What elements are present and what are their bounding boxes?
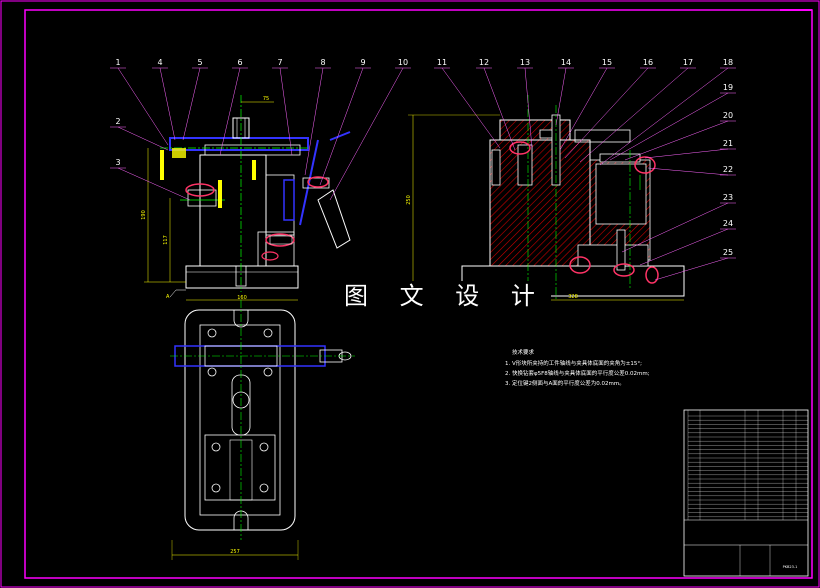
part-number: 2 xyxy=(115,117,120,126)
part-number: 13 xyxy=(520,58,530,67)
leader-line xyxy=(609,92,729,161)
leader-line xyxy=(524,67,533,149)
leader-line xyxy=(182,67,201,141)
leader-line xyxy=(564,67,649,159)
part-number: 6 xyxy=(237,58,242,67)
part-number: 12 xyxy=(479,58,489,67)
front-view xyxy=(144,95,351,301)
leader-lines xyxy=(110,67,736,281)
leader-line xyxy=(555,67,567,126)
part-number: 14 xyxy=(561,58,571,67)
part-number: 7 xyxy=(277,58,282,67)
plan-view xyxy=(170,300,355,560)
leader-line xyxy=(441,67,501,149)
part-number: 21 xyxy=(723,139,733,148)
dim-height-total: 250 xyxy=(406,195,412,205)
leader-line xyxy=(304,67,324,176)
leader-line xyxy=(159,67,176,141)
part-number: 11 xyxy=(437,58,447,67)
leader-line xyxy=(319,67,364,186)
part-number: 3 xyxy=(115,158,120,167)
leader-line xyxy=(219,67,241,156)
leader-line xyxy=(644,148,729,159)
leader-line xyxy=(599,67,729,166)
leader-line xyxy=(117,167,191,201)
drawing-number: PKB23-1 xyxy=(783,565,798,569)
title-block xyxy=(683,409,809,577)
part-number: 4 xyxy=(157,58,162,67)
leader-line xyxy=(279,67,293,156)
leader-line xyxy=(117,126,169,151)
tech-req-line-3: 3. 定位键2侧面与A面的平行度公差为0.02mm。 xyxy=(505,381,625,387)
leader-line xyxy=(559,67,608,151)
part-number: 19 xyxy=(723,83,733,92)
leader-line xyxy=(654,257,729,281)
part-number: 5 xyxy=(197,58,202,67)
part-number: 15 xyxy=(602,58,612,67)
part-number: 18 xyxy=(723,58,733,67)
leader-line xyxy=(483,67,516,151)
dim-height-left: 117 xyxy=(163,235,169,245)
part-number: 16 xyxy=(643,58,653,67)
dim-height-mid: 190 xyxy=(141,210,147,220)
part-number: 23 xyxy=(723,193,733,202)
leader-line xyxy=(329,67,404,201)
part-number: 17 xyxy=(683,58,693,67)
tech-req-heading: 技术要求 xyxy=(512,350,535,356)
dim-width-side: 328 xyxy=(568,294,578,300)
part-number: 10 xyxy=(398,58,408,67)
inner-border xyxy=(24,9,813,579)
leader-line xyxy=(579,67,689,163)
side-view xyxy=(408,95,685,301)
watermark: 图 文 设 计 xyxy=(340,281,551,311)
tech-req-line-1: 1. V形块所夹持的工件轴线与夹具体底面的夹角为±15°; xyxy=(505,361,642,367)
tech-req-line-2: 2. 快换钻套φ5F8轴线与夹具体底面的平行度公差0.02mm; xyxy=(505,371,650,377)
dim-top-offset: 75 xyxy=(263,96,269,102)
part-number: 8 xyxy=(320,58,325,67)
leader-line xyxy=(117,67,169,146)
leader-line xyxy=(639,228,729,266)
leader-line xyxy=(621,202,729,253)
part-number: 9 xyxy=(360,58,365,67)
dim-width-front: 160 xyxy=(237,295,247,301)
datum-label: A xyxy=(166,294,170,300)
dim-width-plan: 257 xyxy=(230,549,240,555)
part-number: 25 xyxy=(723,248,733,257)
part-number: 24 xyxy=(723,219,733,228)
leader-line xyxy=(624,120,729,161)
part-number: 22 xyxy=(723,165,733,174)
leader-line xyxy=(647,167,729,176)
part-number: 20 xyxy=(723,111,733,120)
part-number: 1 xyxy=(115,58,120,67)
